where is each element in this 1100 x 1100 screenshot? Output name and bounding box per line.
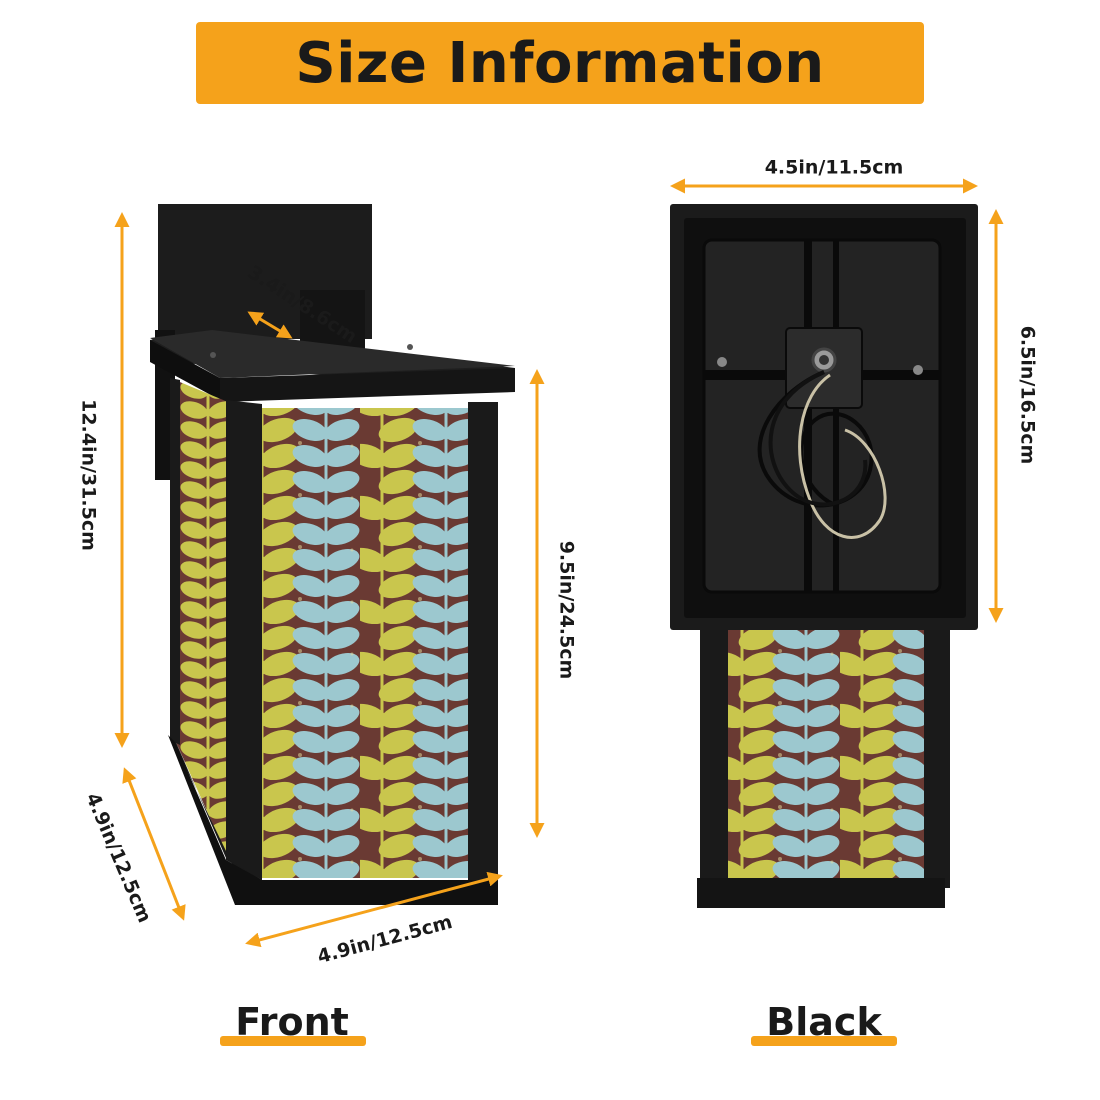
caption-underline-front — [220, 1036, 366, 1046]
arrow-depth-top — [247, 311, 293, 339]
label-back-width: 4.5in/11.5cm — [764, 156, 904, 179]
wire-black — [757, 370, 874, 508]
caption-front: Front — [235, 1000, 349, 1044]
label-back-height: 6.5in/16.5cm — [1016, 325, 1039, 465]
title-banner: Size Information — [196, 22, 924, 104]
front-lantern — [150, 204, 515, 905]
label-total-height: 12.4in/31.5cm — [77, 399, 100, 551]
arrow-side-width — [122, 767, 186, 921]
page-title: Size Information — [295, 30, 825, 96]
back-base — [697, 878, 945, 908]
back-lantern — [670, 204, 978, 908]
caption-back: Black — [766, 1000, 882, 1044]
lantern-top-cap — [150, 330, 515, 378]
label-shade-height: 9.5in/24.5cm — [555, 540, 578, 680]
mounting-arm — [300, 290, 365, 350]
side-shade-panel — [175, 380, 228, 858]
dimension-arrows — [114, 178, 1004, 948]
wire-ground — [798, 373, 887, 539]
arrow-front-width — [245, 871, 503, 948]
back-shade-panel — [728, 626, 924, 884]
caption-underline-back — [751, 1036, 897, 1046]
front-shade-panel — [262, 408, 468, 878]
